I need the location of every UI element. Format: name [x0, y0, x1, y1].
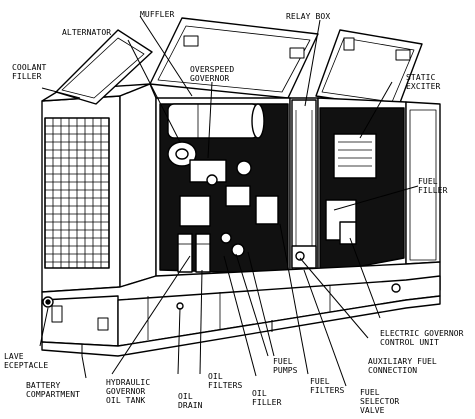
auxiliary-fuel-label: AUXILIARY FUEL CONNECTION: [368, 357, 437, 375]
fuel-filters-label: FUEL FILTERS: [310, 377, 345, 395]
muffler-label: MUFFLER: [140, 10, 175, 19]
left-top-door: [55, 29, 153, 105]
hydraulic-governor-label: HYDRAULIC GOVERNOR OIL TANK: [106, 378, 151, 405]
fuel-pumps-label: FUEL PUMPS: [273, 357, 298, 375]
radiator-grille: [45, 118, 109, 268]
radiator-housing: [41, 83, 157, 293]
static-exciter-label: STATIC EXCITER: [406, 73, 441, 91]
relay-box-label: RELAY BOX: [286, 12, 331, 21]
coolant-filler-label: COOLANT FILLER: [12, 63, 47, 81]
fuel-pumps: [291, 245, 317, 269]
oil-drain-label: OIL DRAIN: [178, 392, 203, 410]
fuel-selector-valve-label: FUEL SELECTOR VALVE: [360, 388, 400, 415]
oil-filters-label: OIL FILTERS: [208, 372, 243, 390]
fuel-filler-right-label: FUEL FILLER: [418, 177, 448, 195]
electric-governor-label: ELECTRIC GOVERNOR CONTROL UNIT: [380, 329, 464, 347]
center-top-door: [149, 17, 319, 99]
static-exciter: [325, 133, 377, 245]
slave-receptacle: [42, 296, 54, 308]
battery-compartment-label: BATTERY COMPARTMENT: [26, 381, 81, 399]
leader-lines: [39, 15, 419, 387]
oil-filler-label: OIL FILLER: [252, 389, 282, 407]
engine-block: [179, 159, 279, 257]
alternator: [167, 141, 197, 167]
skid-rail: [41, 295, 441, 357]
alternator-label: ALTERNATOR: [62, 28, 112, 37]
oil-filters: [177, 233, 211, 273]
muffler: [167, 103, 265, 139]
right-top-door: [315, 29, 423, 109]
overspeed-governor-label: OVERSPEED GOVERNOR: [190, 65, 235, 83]
slave-receptacle-label: LAVE ECEPTACLE: [4, 352, 49, 370]
